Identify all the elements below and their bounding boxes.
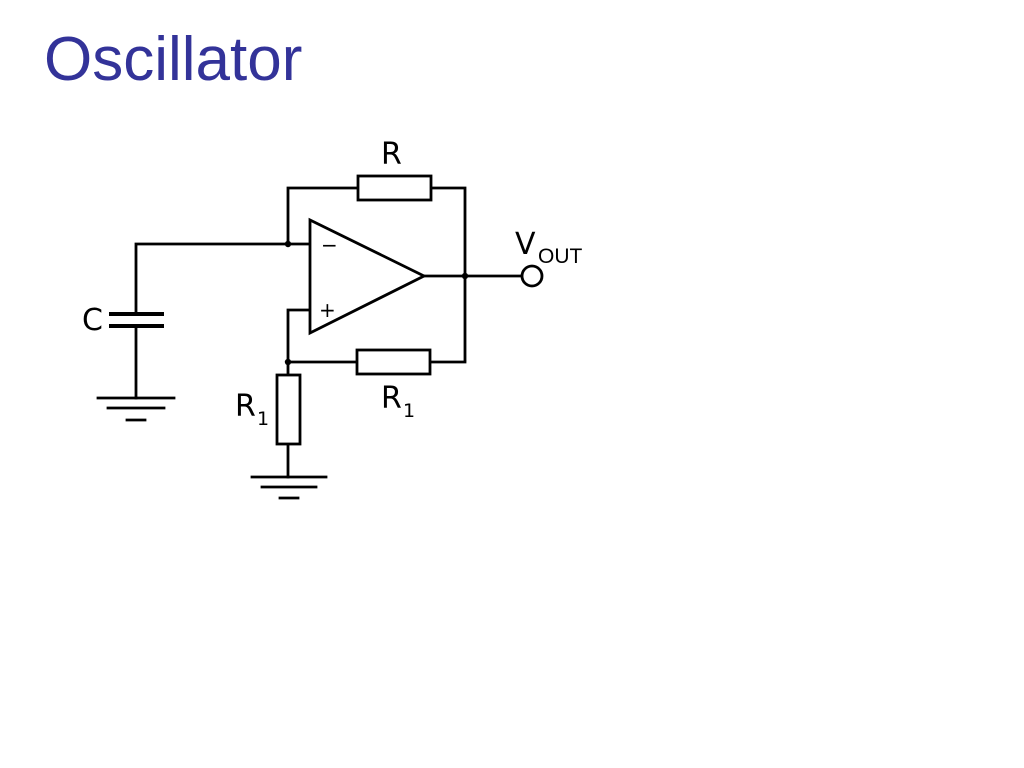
wire-noninverting-input <box>286 308 312 377</box>
inverting-sign: − <box>321 233 338 257</box>
label-vout: V OUT <box>515 227 583 268</box>
resistor-r1-vertical <box>275 373 302 446</box>
ground-symbol-capacitor <box>96 396 176 422</box>
noninverting-sign: + <box>319 298 336 322</box>
junction-inverting <box>284 240 292 248</box>
junction-divider <box>284 358 292 366</box>
junction-output <box>461 272 469 280</box>
slide-title: Oscillator <box>44 25 303 94</box>
label-r1-vertical-subscript: 1 <box>257 408 269 430</box>
wire-inverting-to-capacitor <box>134 242 312 315</box>
output-terminal <box>520 264 544 288</box>
label-r1-horizontal: R 1 <box>381 381 415 422</box>
wire-feedback-r <box>286 186 360 246</box>
label-r1-horizontal-subscript: 1 <box>403 400 415 422</box>
resistor-r <box>356 174 433 202</box>
label-r: R <box>381 137 402 172</box>
label-r1-vertical-main: R <box>235 389 256 424</box>
label-vout-subscript: OUT <box>538 245 583 268</box>
ground-symbol-r1 <box>250 475 328 500</box>
capacitor-c <box>109 312 164 328</box>
resistor-r1-horizontal <box>355 348 432 376</box>
wire-r-to-output <box>429 186 467 362</box>
label-vout-main: V <box>515 227 536 262</box>
wires <box>134 186 524 479</box>
op-amp <box>308 217 428 336</box>
label-r1-horizontal-main: R <box>381 381 402 416</box>
label-r1-vertical: R 1 <box>235 389 269 430</box>
label-c: C <box>82 303 103 338</box>
